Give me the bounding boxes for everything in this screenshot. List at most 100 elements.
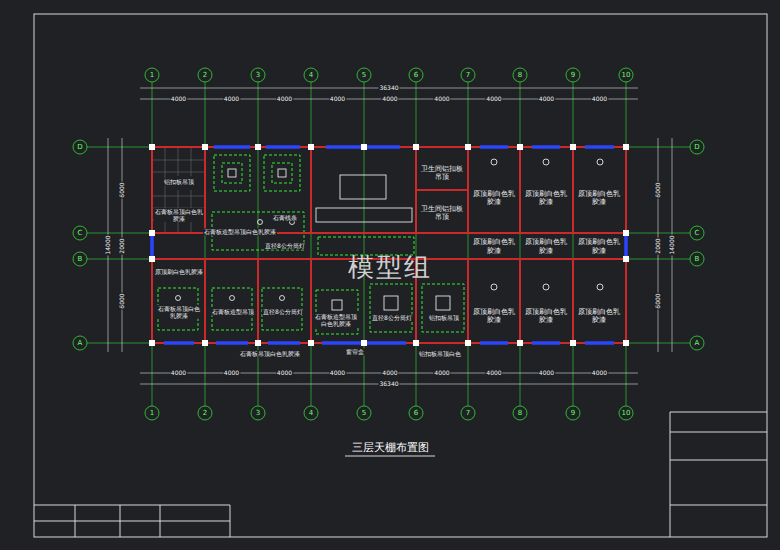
axis-number: 1 [149,409,155,417]
sheet-frame [34,14,767,537]
column [361,340,367,346]
axis-number: 10 [621,71,632,79]
column [202,144,208,150]
downlight-symbol [491,284,497,290]
axis-letter: B [694,255,701,263]
axis-number: 10 [621,409,632,417]
axis-grid [416,82,417,406]
ceiling-note: 铝扣板吊顶白色 [418,350,462,357]
window [152,147,626,343]
column [149,230,155,236]
column [149,144,155,150]
dimension: 4000 [276,369,293,376]
ceiling-feature-outline [422,284,464,332]
axis-bubbles [304,406,318,420]
room-ceiling: 原顶刷白色乳胶漆 [522,168,570,228]
dimension: 6000 [654,292,661,309]
axis-grid [152,82,153,406]
axis-number: 1 [149,71,155,79]
window [214,145,250,149]
sheet-frame [670,460,767,461]
axis-number: 2 [202,409,208,417]
window [585,341,614,345]
downlight-symbol [543,159,549,165]
column [255,144,261,150]
downlight-symbol [597,159,603,165]
fixture-box [332,300,342,310]
room-note: 原顶刷白色乳胶漆 [524,238,568,254]
bathroom-tile-grid [153,172,205,173]
axis-grid [87,82,690,406]
wall-line [310,259,312,343]
ceiling-note: 铝扣板吊顶 [163,178,195,185]
dimension: 4000 [276,95,293,102]
sheet-frame [670,505,767,506]
column [361,144,367,150]
wall-line [519,147,521,233]
fixture-box [384,296,398,310]
axis-grid [205,82,206,406]
axis-number: 9 [570,71,576,79]
column [570,340,576,346]
axis-bubbles [145,68,159,82]
axis-number: 7 [465,409,471,417]
downlight-symbol [280,296,285,301]
dimension: 6000 [118,181,125,198]
ceiling-feature-outline [318,237,414,255]
column [570,144,576,150]
dimension-total: 14000 [668,234,675,255]
axis-letter: D [76,143,83,151]
fixture-box [316,208,412,222]
axis-grid [520,82,521,406]
room-ceiling: 卫生间铝扣板吊顶 [418,196,466,230]
sheet-frame [34,521,230,522]
dimension: 4000 [223,95,240,102]
axis-bubbles [198,406,212,420]
bathroom-tile-grid [178,148,179,176]
axis-grid [468,82,469,406]
axis-letter: C [77,229,84,237]
axis-number: 7 [465,71,471,79]
axis-letter: B [77,255,84,263]
room-ceiling: 原顶刷白色乳胶漆 [575,235,623,258]
window [216,341,248,345]
fixture-box [436,296,450,310]
axis-bubbles [690,252,704,266]
dimension: 4000 [485,95,502,102]
axis-bubbles [251,68,265,82]
sheet-frame [230,505,231,537]
column [308,340,314,346]
wall-line [467,259,469,343]
axis-bubbles [619,406,633,420]
window [480,145,508,149]
column [623,256,629,262]
window [585,145,614,149]
room-note: 原顶刷白色乳胶漆 [472,238,516,254]
column [202,340,208,346]
axis-grid [311,82,312,406]
downlight-symbol [597,284,603,290]
room-ceiling: 原顶刷白色乳胶漆 [575,168,623,228]
dimension: 4000 [329,369,346,376]
axis-bubbles [409,406,423,420]
wall-line [310,147,312,233]
axis-letter: A [694,339,701,347]
fixture-box [228,169,236,177]
axis-letter: C [694,229,701,237]
window [268,341,300,345]
axis-bubbles [73,252,87,266]
ceiling-note: 石膏板造型吊顶 [211,308,255,315]
room-ceiling: 原顶刷白色乳胶漆 [470,292,518,340]
axis-number: 4 [308,71,314,79]
ceiling-feature-outline [222,163,242,183]
axis-bubbles [566,406,580,420]
dimension: 4000 [591,95,608,102]
axis-number: 6 [413,409,419,417]
room-note: 原顶刷白色乳胶漆 [577,308,621,324]
dimension: 2000 [118,237,125,254]
axis-bubbles [690,226,704,240]
dimension: 4000 [538,369,555,376]
sheet-frame [670,412,671,537]
axis-letter: D [693,143,700,151]
dimension: 4000 [381,95,398,102]
